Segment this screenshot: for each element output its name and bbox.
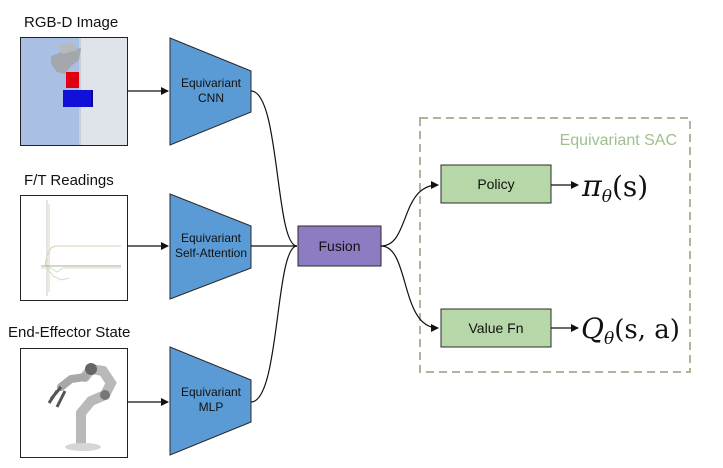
value-fn-label: Value Fn (469, 320, 524, 336)
encoder-mlp-line1: Equivariant (181, 385, 242, 399)
encoder-cnn-shape (169, 37, 252, 146)
fusion-to-value-arrow (380, 245, 439, 332)
ft-readings-image (20, 195, 128, 301)
encoder-attention-line2: Self-Attention (175, 246, 247, 260)
cnn-to-fusion-connector (250, 90, 298, 247)
rgbd-label: RGB-D Image (24, 14, 119, 31)
policy-output-symbol: πθ(s) (581, 169, 648, 207)
fusion-label: Fusion (318, 238, 360, 254)
value-output-symbol: Qθ(s, a) (581, 312, 680, 349)
equivariant-sac-container (419, 117, 691, 373)
encoder-cnn-line1: Equivariant (181, 76, 242, 90)
policy-box (440, 164, 552, 204)
value-symbol: Q (581, 312, 604, 345)
equivariant-sac-title: Equivariant SAC (560, 132, 677, 149)
policy-argument: (s) (612, 170, 648, 203)
rgbd-scene-graphic (21, 38, 127, 145)
ft-readings-label: F/T Readings (24, 172, 114, 189)
rgbd-image (20, 37, 128, 146)
ft-plot-graphic (21, 196, 127, 300)
fusion-box (297, 225, 382, 267)
fusion-to-policy-arrow (380, 181, 439, 247)
ee-state-label: End-Effector State (8, 324, 131, 341)
policy-symbol: π (581, 169, 603, 204)
policy-label: Policy (477, 176, 514, 192)
value-argument: (s, a) (614, 315, 680, 345)
ee-state-image (20, 348, 128, 458)
mlp-to-fusion-connector (250, 245, 298, 403)
encoder-cnn-line2: CNN (198, 91, 224, 105)
encoder-mlp-line2: MLP (199, 400, 224, 414)
encoder-attention-line1: Equivariant (181, 231, 242, 245)
policy-subscript: θ (602, 187, 612, 207)
robot-arm-graphic (21, 349, 127, 457)
value-subscript: θ (604, 329, 614, 349)
encoder-mlp-shape (169, 346, 252, 456)
encoder-attention-shape (169, 193, 252, 300)
